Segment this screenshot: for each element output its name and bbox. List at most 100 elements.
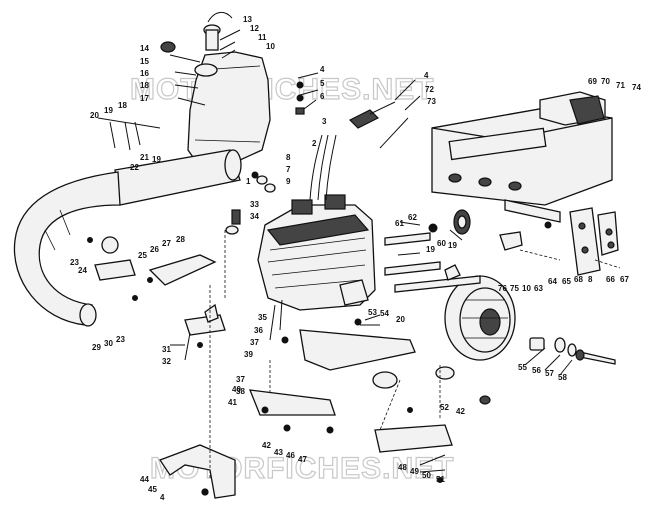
callout: 9 bbox=[286, 177, 291, 186]
callout: 4 bbox=[424, 71, 429, 80]
callout: 2 bbox=[312, 139, 317, 148]
callout: 8 bbox=[588, 275, 593, 284]
callout: 60 bbox=[437, 239, 446, 248]
callout: 76 bbox=[498, 284, 507, 293]
callout: 4 bbox=[160, 493, 165, 502]
callout: 26 bbox=[150, 245, 159, 254]
callout: 73 bbox=[427, 97, 436, 106]
callout: 7 bbox=[286, 165, 291, 174]
engine-block bbox=[257, 101, 396, 311]
callout: 19 bbox=[152, 155, 161, 164]
callout: 53 bbox=[368, 308, 377, 317]
callout: 67 bbox=[620, 275, 629, 284]
callout-labels: 13 12 11 10 14 15 16 18 17 4 5 6 20 19 1… bbox=[70, 15, 641, 502]
callout: 29 bbox=[92, 343, 101, 352]
callout: 4 bbox=[320, 65, 325, 74]
muffler-mount bbox=[94, 236, 226, 336]
callout: 1 bbox=[246, 177, 251, 186]
callout: 64 bbox=[548, 277, 557, 286]
callout: 8 bbox=[286, 153, 291, 162]
callout: 28 bbox=[176, 235, 185, 244]
callout: 70 bbox=[601, 77, 610, 86]
callout: 19 bbox=[104, 106, 113, 115]
callout: 62 bbox=[408, 213, 417, 222]
callout: 5 bbox=[320, 79, 325, 88]
callout: 65 bbox=[562, 277, 571, 286]
exhaust-pipe bbox=[13, 149, 242, 327]
callout: 63 bbox=[534, 284, 543, 293]
watermark-top: MOTORFICHES.NET bbox=[130, 73, 434, 106]
bracket-right bbox=[569, 207, 619, 276]
callout: 18 bbox=[140, 81, 149, 90]
callout: 13 bbox=[243, 15, 252, 24]
recoil-starter bbox=[444, 275, 516, 361]
callout: 24 bbox=[78, 266, 87, 275]
callout: 41 bbox=[228, 398, 237, 407]
callout: 57 bbox=[545, 369, 554, 378]
callout: 20 bbox=[90, 111, 99, 120]
callout: 12 bbox=[250, 24, 259, 33]
callout: 42 bbox=[456, 407, 465, 416]
callout: 50 bbox=[422, 471, 431, 480]
callout: 36 bbox=[254, 326, 263, 335]
callout: 44 bbox=[140, 475, 149, 484]
callout: 32 bbox=[162, 357, 171, 366]
callout: 47 bbox=[298, 455, 307, 464]
callout: 18 bbox=[118, 101, 127, 110]
callout: 31 bbox=[162, 345, 171, 354]
callout: 10 bbox=[522, 284, 531, 293]
callout: 45 bbox=[148, 485, 157, 494]
callout: 61 bbox=[395, 219, 404, 228]
leader-lines bbox=[97, 29, 621, 480]
callout: 69 bbox=[588, 77, 597, 86]
callout: 54 bbox=[380, 309, 389, 318]
callout: 10 bbox=[266, 42, 275, 51]
callout: 56 bbox=[532, 366, 541, 375]
callout: 23 bbox=[70, 258, 79, 267]
fasteners bbox=[87, 81, 552, 496]
callout: 48 bbox=[398, 463, 407, 472]
callout: 11 bbox=[258, 33, 267, 42]
callout: 33 bbox=[250, 200, 259, 209]
callout: 30 bbox=[104, 339, 113, 348]
callout: 17 bbox=[140, 94, 149, 103]
callout: 14 bbox=[140, 44, 149, 53]
callout: 49 bbox=[410, 467, 419, 476]
callout: 16 bbox=[140, 69, 149, 78]
callout: 6 bbox=[320, 92, 325, 101]
callout: 20 bbox=[396, 315, 405, 324]
callout: 37 bbox=[236, 375, 245, 384]
callout: 68 bbox=[574, 275, 583, 284]
callout: 75 bbox=[510, 284, 519, 293]
callout: 35 bbox=[258, 313, 267, 322]
callout: 34 bbox=[250, 212, 259, 221]
callout: 74 bbox=[632, 83, 641, 92]
shaft-rods bbox=[384, 209, 523, 293]
callout: 19 bbox=[448, 241, 457, 250]
callout: 23 bbox=[116, 335, 125, 344]
callout: 22 bbox=[130, 163, 139, 172]
callout: 58 bbox=[558, 373, 567, 382]
callout: 46 bbox=[286, 451, 295, 460]
engine-mount-plate bbox=[248, 329, 491, 453]
callout: 40 bbox=[232, 385, 241, 394]
callout: 52 bbox=[440, 403, 449, 412]
callout: 25 bbox=[138, 251, 147, 260]
callout: 72 bbox=[425, 85, 434, 94]
washer-bolt-set bbox=[529, 337, 616, 365]
callout: 15 bbox=[140, 57, 149, 66]
callout: 27 bbox=[162, 239, 171, 248]
callout: 39 bbox=[244, 350, 253, 359]
callout: 42 bbox=[262, 441, 271, 450]
callout: 71 bbox=[616, 81, 625, 90]
air-silencer bbox=[431, 91, 613, 223]
callout: 43 bbox=[274, 448, 283, 457]
callout: 3 bbox=[322, 117, 327, 126]
callout: 66 bbox=[606, 275, 615, 284]
callout: 37 bbox=[250, 338, 259, 347]
callout: 21 bbox=[140, 153, 149, 162]
callout: 38 bbox=[236, 387, 245, 396]
callout: 19 bbox=[426, 245, 435, 254]
